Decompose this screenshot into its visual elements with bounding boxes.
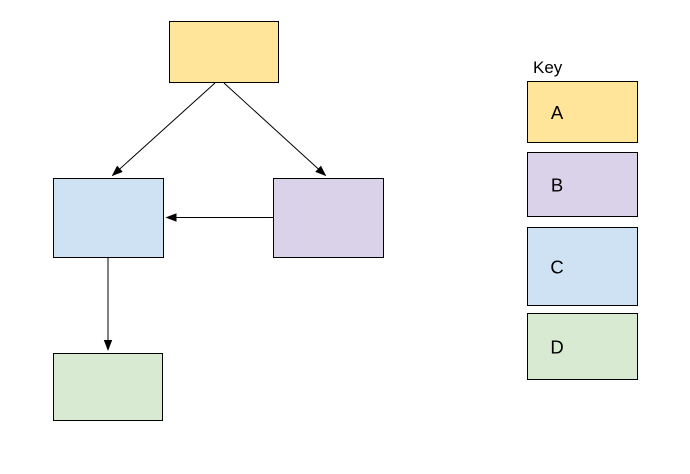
node-d-box: [53, 353, 163, 421]
key-item-c: C: [527, 227, 638, 306]
key-item-d-swatch: [527, 313, 638, 380]
key-item-c-swatch: [527, 227, 638, 306]
node-a-box: [169, 21, 279, 83]
diagram-edges: [103, 82, 327, 351]
node-b-box: [273, 178, 384, 258]
key-item-c-label: C: [550, 257, 563, 278]
key-item-a-label: A: [551, 102, 564, 123]
edge-a-to-c: [111, 82, 216, 177]
key-item-d-label: D: [550, 337, 563, 358]
key-item-a-swatch: [527, 81, 638, 143]
key-item-b: B: [527, 152, 638, 217]
key-title: Key: [533, 58, 563, 77]
diagram-nodes: [53, 21, 384, 421]
key-item-d: D: [527, 313, 638, 380]
key-item-b-label: B: [551, 175, 563, 196]
key-legend: Key A B C D: [527, 58, 638, 380]
key-item-a: A: [527, 81, 638, 143]
key-item-b-swatch: [527, 152, 638, 217]
edge-a-to-b: [223, 82, 327, 177]
node-c-box: [53, 178, 164, 258]
